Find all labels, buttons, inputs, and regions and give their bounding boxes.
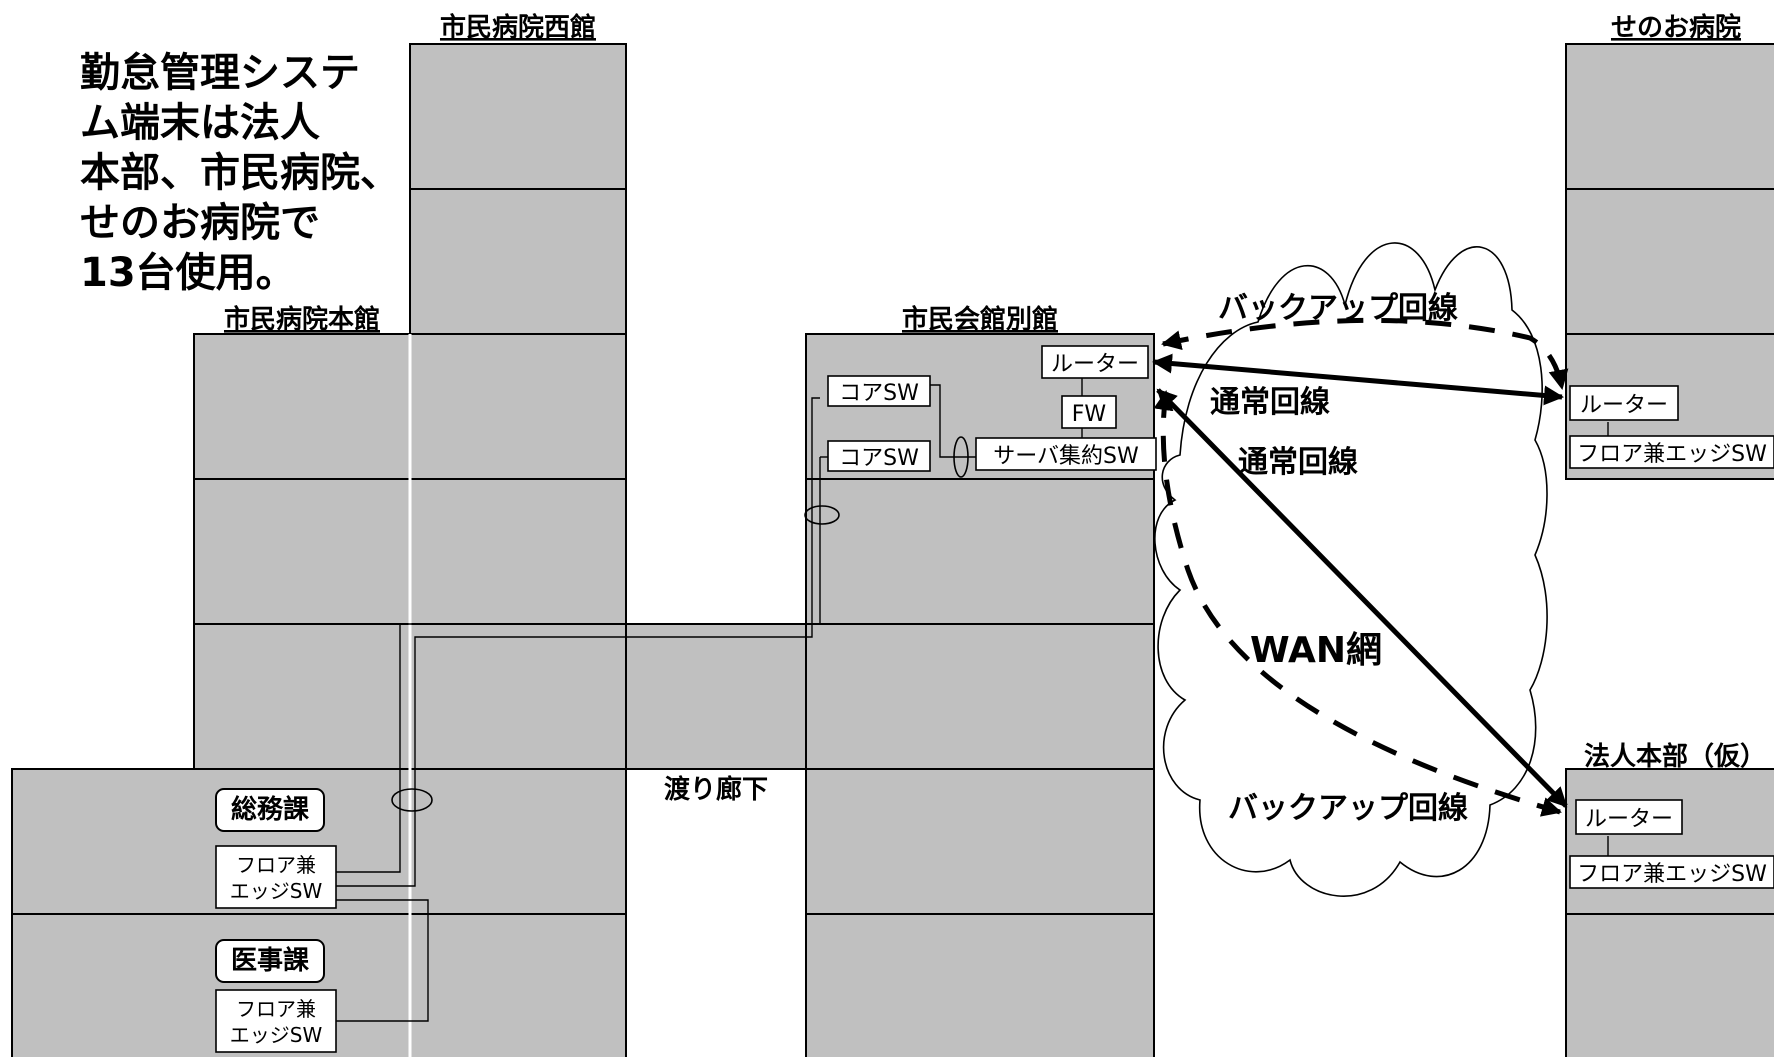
label-annex: 市民会館別館: [902, 304, 1058, 335]
core-sw-1: コアSW: [827, 375, 931, 407]
router-hq: ルーター: [1575, 799, 1683, 835]
wan-lines: [1152, 317, 1569, 817]
internal-wiring: [336, 378, 1609, 1022]
note-line-4: せのお病院で: [80, 200, 320, 246]
edge-sw-senoo-label: フロア兼エッジSW: [1577, 442, 1767, 467]
edge-sw-senoo: フロア兼エッジSW: [1569, 435, 1774, 469]
fw-label: FW: [1072, 402, 1107, 427]
label-main: 市民病院本館: [224, 304, 380, 335]
building-hq: [1565, 768, 1774, 1061]
core-sw-2-label: コアSW: [839, 446, 919, 471]
label-backup-bottom: バックアップ回線: [1228, 791, 1468, 826]
label-wan: WAN網: [1250, 630, 1382, 671]
edge-sw-somu-l1: フロア兼: [236, 853, 316, 877]
dept-iji: 医事課: [215, 939, 325, 983]
label-west: 市民病院西館: [440, 12, 596, 43]
edge-sw-iji: フロア兼 エッジSW: [215, 989, 337, 1053]
core-sw-2: コアSW: [827, 440, 931, 472]
note-text: 勤怠管理システ ム端末は法人 本部、市民病院、 せのお病院で 13台使用。: [80, 50, 400, 296]
fw-box: FW: [1061, 395, 1117, 429]
label-hq: 法人本部（仮）: [1584, 742, 1766, 772]
server-sw-label: サーバ集約SW: [993, 444, 1139, 469]
note-line-1: 勤怠管理システ: [80, 50, 360, 96]
label-senoo: せのお病院: [1611, 12, 1741, 43]
dept-somu: 総務課: [215, 788, 325, 832]
label-normal-2: 通常回線: [1238, 445, 1358, 480]
edge-sw-somu-l2: エッジSW: [230, 879, 323, 903]
note-line-3: 本部、市民病院、: [80, 150, 400, 196]
edge-sw-hq: フロア兼エッジSW: [1569, 855, 1774, 889]
dept-somu-label: 総務課: [231, 794, 310, 825]
note-line-5: 13台使用。: [80, 250, 296, 296]
building-west: [409, 43, 627, 335]
router-senoo-label: ルーター: [1580, 393, 1668, 418]
label-corridor: 渡り廊下: [664, 774, 768, 805]
dept-iji-label: 医事課: [231, 945, 310, 976]
server-sw: サーバ集約SW: [975, 437, 1157, 471]
edge-sw-somu: フロア兼 エッジSW: [215, 845, 337, 909]
corridor: [625, 623, 807, 770]
edge-sw-iji-l1: フロア兼: [236, 997, 316, 1021]
router-senoo: ルーター: [1569, 385, 1679, 421]
label-normal-1: 通常回線: [1210, 385, 1330, 420]
router-hq-label: ルーター: [1585, 807, 1673, 832]
edge-sw-iji-l2: エッジSW: [230, 1023, 323, 1047]
note-line-2: ム端末は法人: [80, 100, 320, 146]
edge-sw-hq-label: フロア兼エッジSW: [1577, 862, 1767, 887]
core-sw-1-label: コアSW: [839, 381, 919, 406]
router-annex: ルーター: [1041, 345, 1149, 379]
router-annex-label: ルーター: [1051, 352, 1139, 377]
label-backup-top: バックアップ回線: [1218, 291, 1458, 326]
